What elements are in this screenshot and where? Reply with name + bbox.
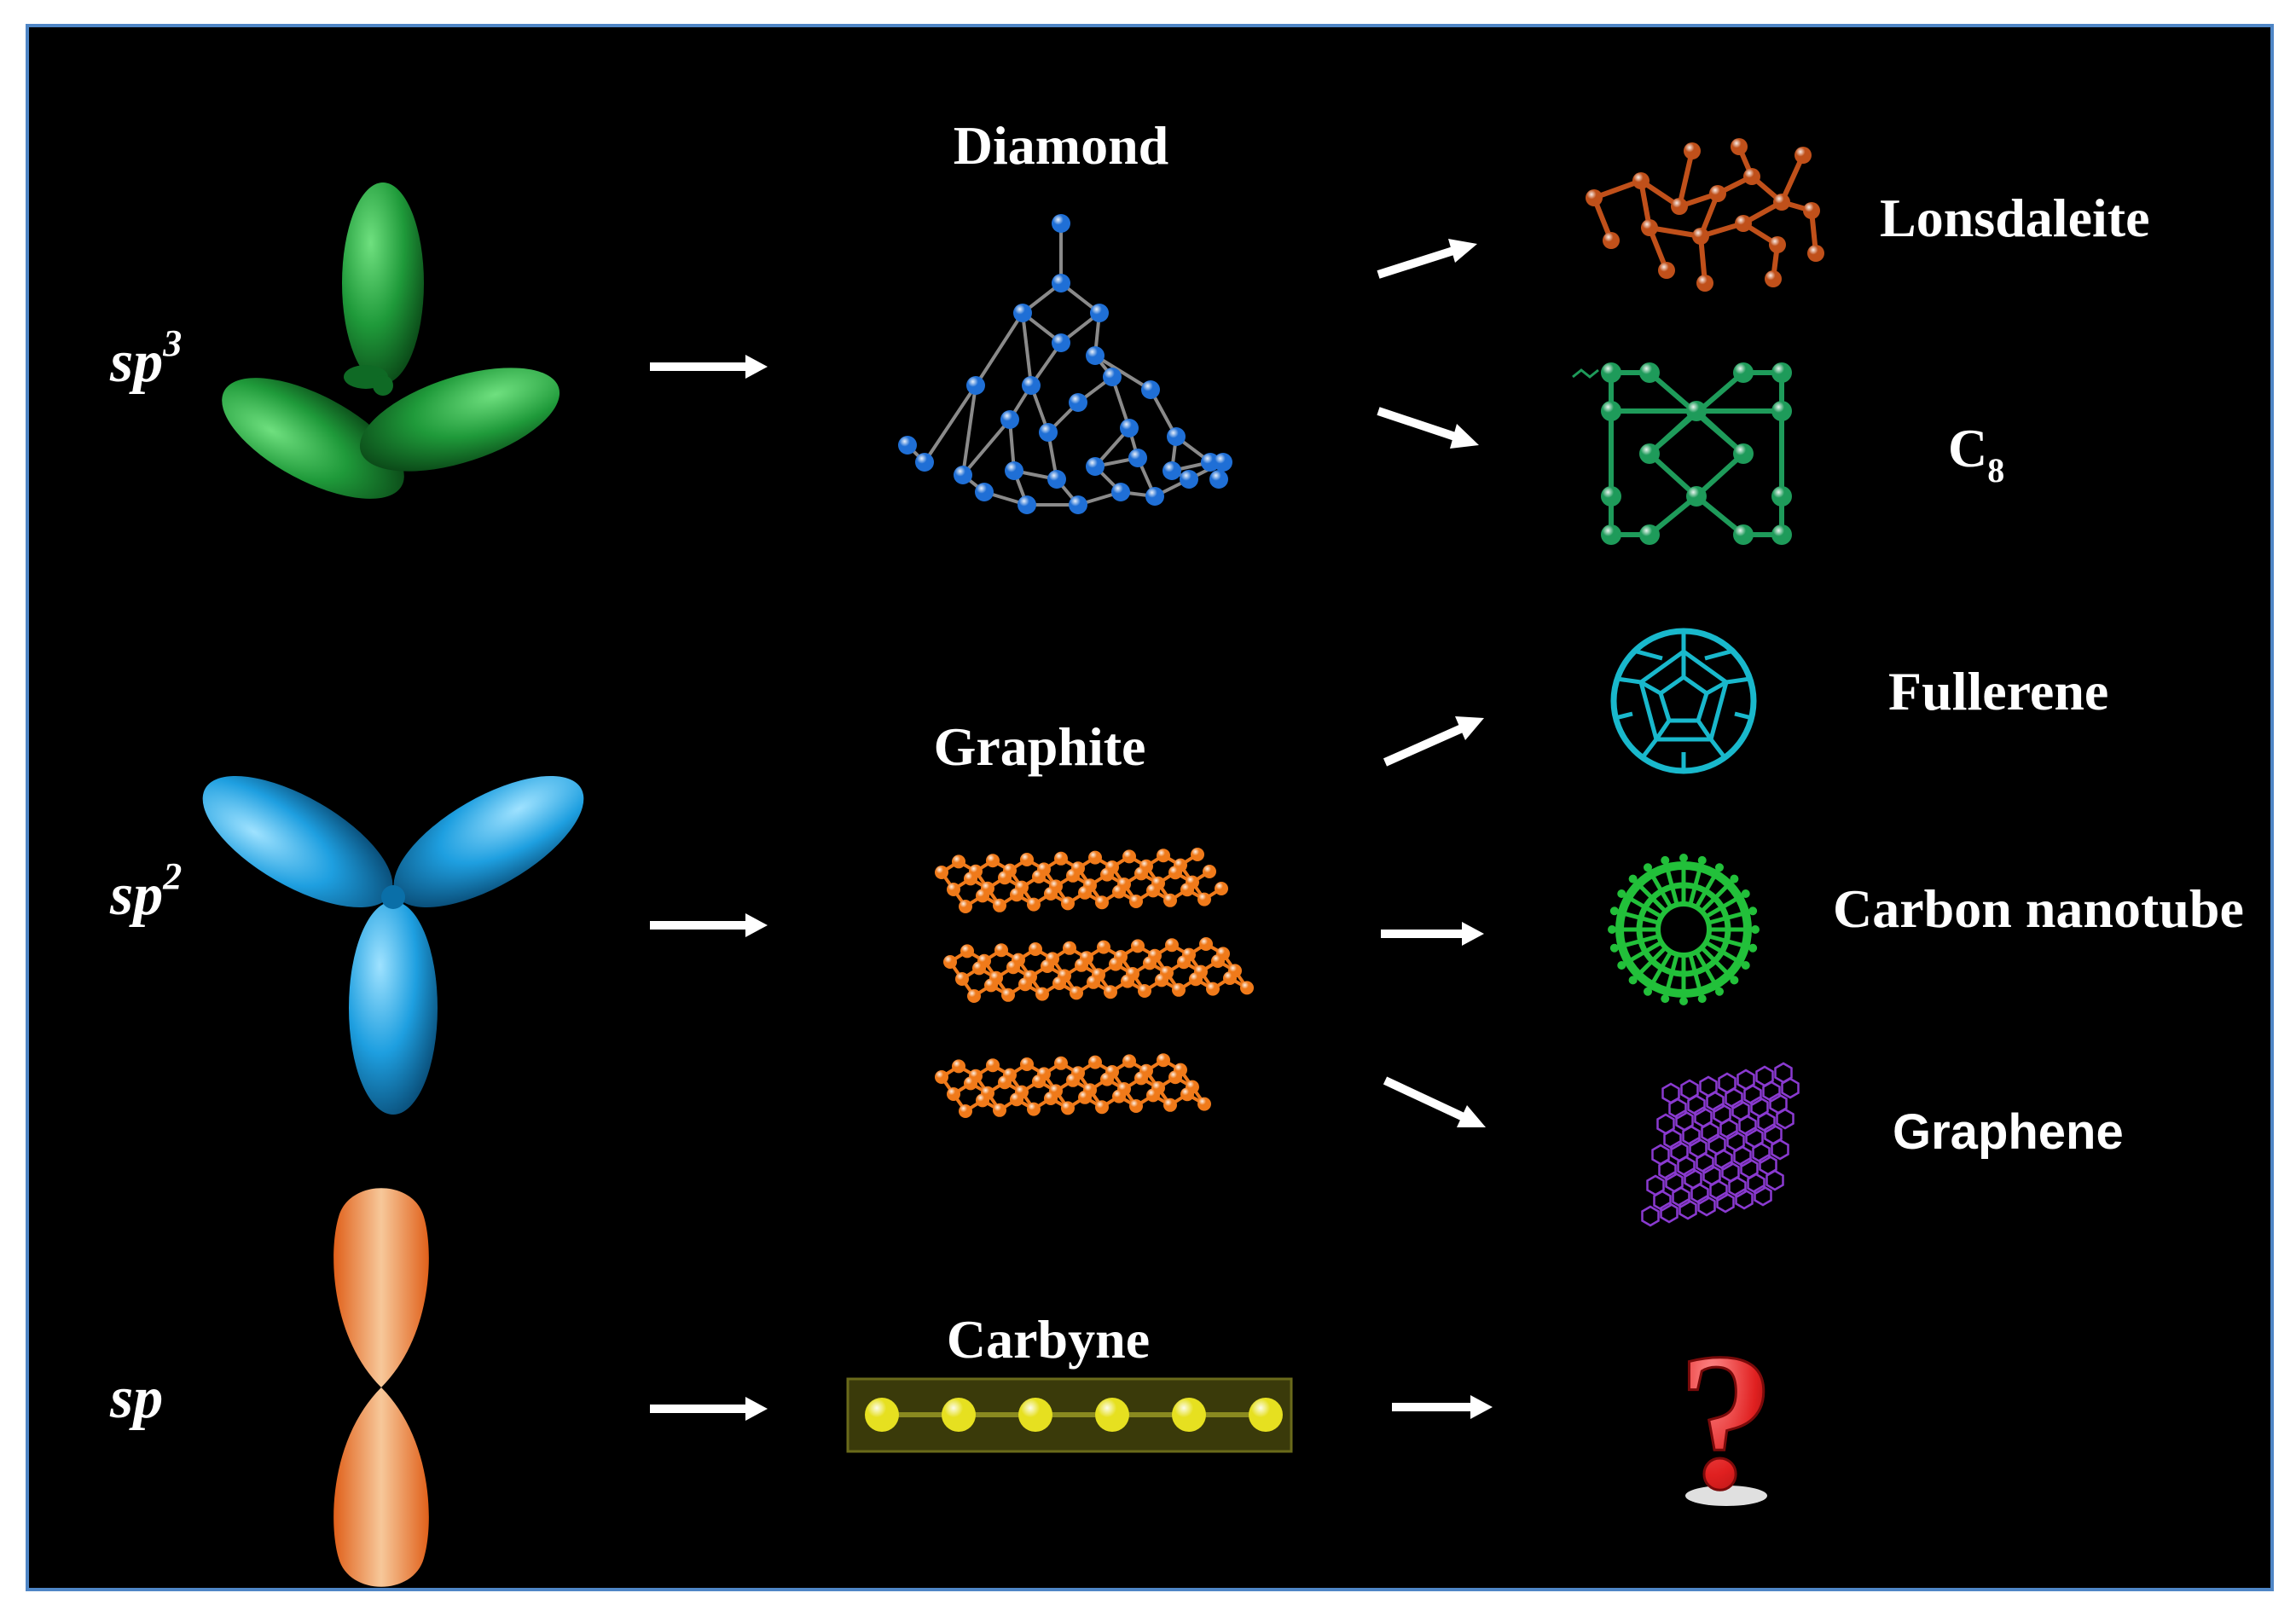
sp-label: sp [109, 1365, 163, 1431]
unknown-allotrope-icon: ? [1676, 1312, 1777, 1532]
graphene-structure-icon [1641, 1062, 1800, 1227]
nanotube-structure-icon [1608, 854, 1760, 1005]
nanotube-label: Carbon nanotube [1833, 878, 2244, 939]
arrow-carbyne-unknown [1392, 1395, 1493, 1419]
lonsdaleite-label: Lonsdaleite [1880, 188, 2149, 248]
sp3-label: sp3 [109, 322, 182, 395]
carbon-allotropes-diagram: sp3 sp2 sp Diamond Graphite Carbyne Lons [109, 115, 2244, 1587]
svg-text:?: ? [1678, 1312, 1776, 1530]
arrow-graphite-fullerene [1383, 716, 1484, 767]
sp3-orbital-icon [222, 182, 560, 499]
carbyne-structure-icon [846, 1377, 1293, 1453]
diamond-structure-icon [898, 214, 1232, 514]
c8-structure-icon [1572, 362, 1792, 545]
c8-label: C8 [1948, 418, 2004, 489]
fullerene-structure-icon [1610, 628, 1757, 774]
arrow-sp3-diamond [650, 355, 768, 379]
arrow-sp-carbyne [650, 1397, 768, 1421]
graphite-label: Graphite [934, 716, 1146, 777]
arrows [650, 239, 1493, 1421]
arrow-diamond-lonsdaleite [1377, 239, 1477, 279]
fullerene-label: Fullerene [1888, 661, 2108, 721]
arrow-graphite-nanotube [1381, 922, 1484, 946]
graphene-label: Graphene [1893, 1104, 2124, 1160]
diagram-frame: sp3 sp2 sp Diamond Graphite Carbyne Lons [26, 24, 2274, 1591]
diamond-label: Diamond [954, 115, 1169, 176]
carbyne-label: Carbyne [947, 1309, 1150, 1370]
sp-orbital-icon [333, 1188, 429, 1587]
arrow-graphite-graphene [1383, 1076, 1486, 1127]
arrow-diamond-c8 [1377, 407, 1479, 449]
lonsdaleite-structure-icon [1586, 138, 1824, 292]
sp2-label: sp2 [109, 855, 182, 928]
graphite-structure-icon [935, 848, 1254, 1118]
arrow-sp2-graphite [650, 913, 768, 937]
sp2-orbital-icon [202, 775, 584, 1115]
